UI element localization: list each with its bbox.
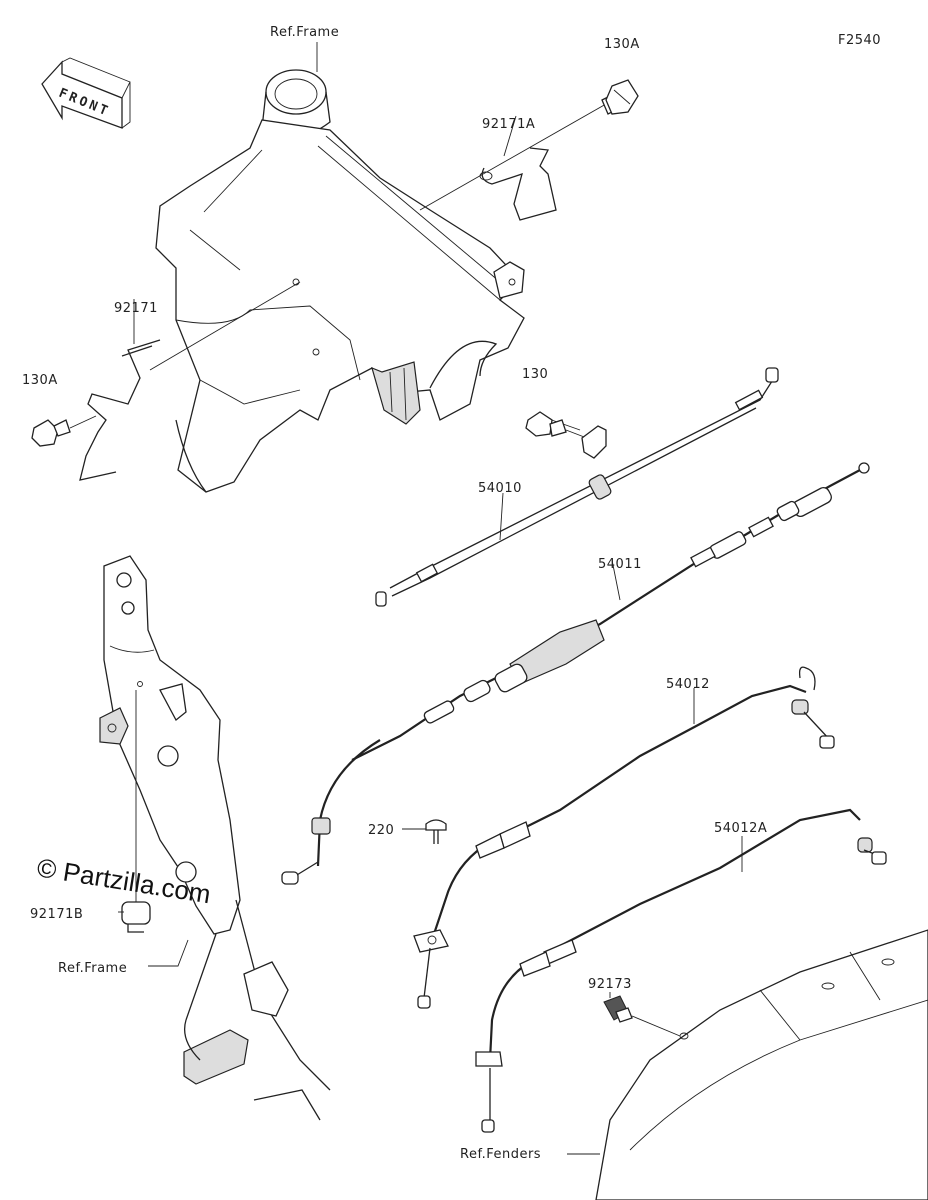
label-ref-fenders: Ref.Fenders	[460, 1147, 541, 1162]
label-92171: 92171	[114, 301, 158, 316]
upper-frame	[155, 69, 525, 493]
lower-frame	[99, 555, 331, 1121]
diagram-id: F2540	[838, 33, 881, 48]
label-54012a: 54012A	[714, 821, 767, 836]
label-130a-top: 130A	[604, 37, 640, 52]
bolt-130a-top	[601, 79, 639, 115]
clip-92171a	[479, 147, 557, 221]
label-92171b: 92171B	[30, 907, 83, 922]
bolt-130	[525, 411, 593, 441]
cable-54011	[281, 462, 870, 885]
label-ref-frame-bottom: Ref.Frame	[58, 961, 127, 976]
fender	[595, 929, 928, 1200]
cable-54012a	[475, 808, 887, 1133]
label-54010: 54010	[478, 481, 522, 496]
label-220: 220	[368, 823, 394, 838]
cable-54012	[413, 666, 835, 1009]
label-130a-left: 130A	[22, 373, 58, 388]
clip-92171	[79, 339, 161, 481]
clip-92173	[603, 995, 681, 1037]
clamp-92171b	[121, 690, 151, 933]
label-130: 130	[522, 367, 548, 382]
label-92171a: 92171A	[482, 117, 535, 132]
label-ref-frame-top: Ref.Frame	[270, 25, 339, 40]
label-54011: 54011	[598, 557, 642, 572]
label-92173: 92173	[588, 977, 632, 992]
bolt-130a-left	[31, 415, 97, 447]
front-arrow-icon: FRONT	[41, 57, 131, 129]
cable-54010	[375, 367, 779, 607]
label-54012: 54012	[666, 677, 710, 692]
